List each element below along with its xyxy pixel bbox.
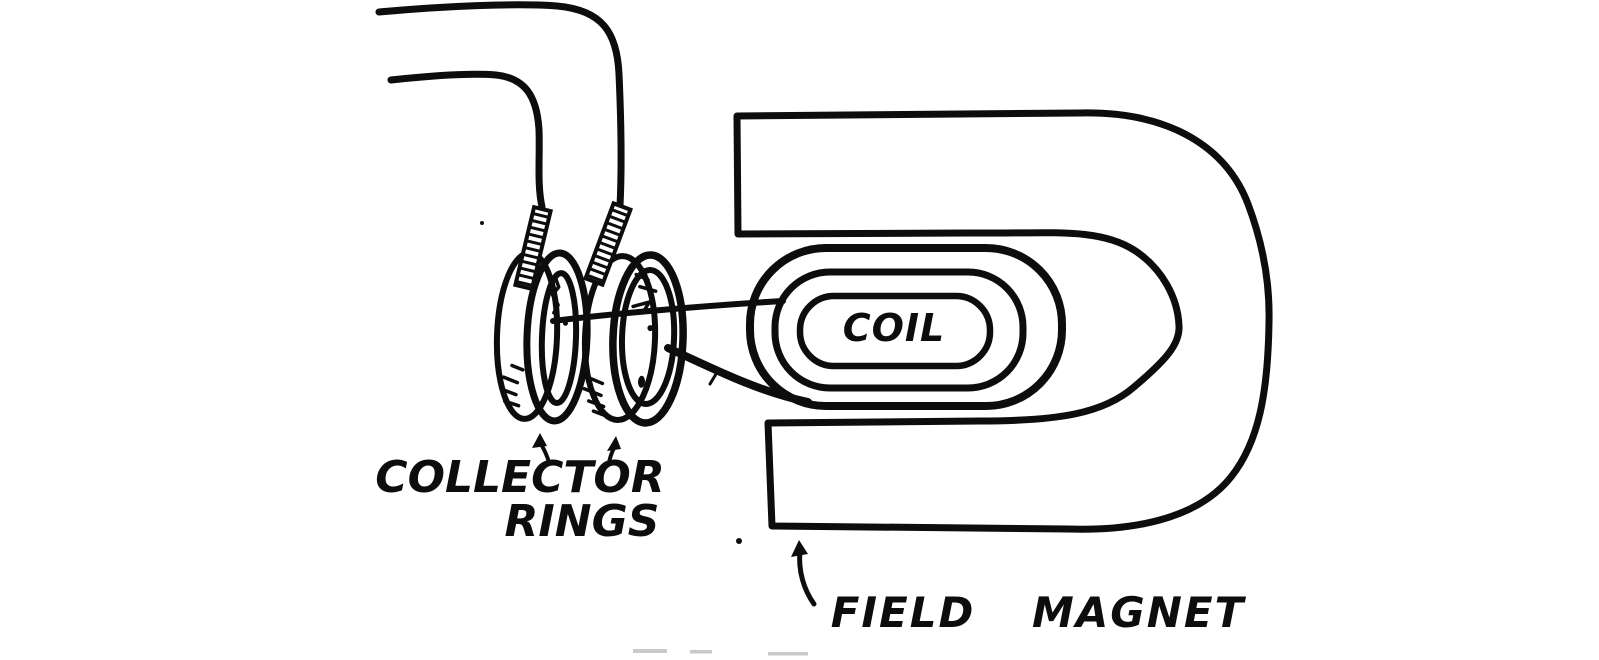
collector-ring-right <box>581 251 687 427</box>
field-magnet-shape <box>733 109 1273 533</box>
coil-label: COIL <box>843 306 946 350</box>
ring-speck-right <box>647 325 654 332</box>
ring-hole-left <box>538 270 580 407</box>
brush-right <box>582 200 634 288</box>
ink-speck <box>736 538 742 544</box>
ink-speck <box>480 221 484 225</box>
ring-hole-right <box>618 267 678 407</box>
coil-winding-middle <box>771 268 1027 392</box>
collector-rings-label-line1: COLLECTOR <box>375 452 664 503</box>
lead-wire-top <box>375 1 625 210</box>
collector-ring-left <box>493 249 591 425</box>
ink-tick <box>708 372 718 386</box>
scan-smudge <box>633 649 667 653</box>
ring-blot-right <box>637 375 646 388</box>
coil-winding-outer <box>746 244 1066 410</box>
ring-shading-right <box>582 375 608 418</box>
lead-wire-bottom <box>387 70 546 211</box>
collector-arrow-right-icon <box>607 436 621 465</box>
lower-wire-to-coil <box>664 344 812 406</box>
brush-contact-mark-right <box>631 272 658 313</box>
collector-rings-label-line2: RINGS <box>505 496 660 547</box>
coil-winding-inner <box>796 292 994 370</box>
scan-smudge <box>690 650 712 654</box>
ring-face-right <box>609 251 687 427</box>
field-magnet-label: FIELD MAGNET <box>831 588 1247 637</box>
ring-band-right <box>581 253 659 423</box>
shaft-wire-to-coil <box>550 298 786 324</box>
scan-smudge <box>768 652 808 656</box>
brush-left <box>512 204 554 292</box>
collector-arrow-left-icon <box>532 433 551 464</box>
field-magnet-arrow-icon <box>791 540 817 607</box>
brush-contact-mark-left <box>550 275 561 315</box>
ring-shading-left <box>499 363 525 408</box>
